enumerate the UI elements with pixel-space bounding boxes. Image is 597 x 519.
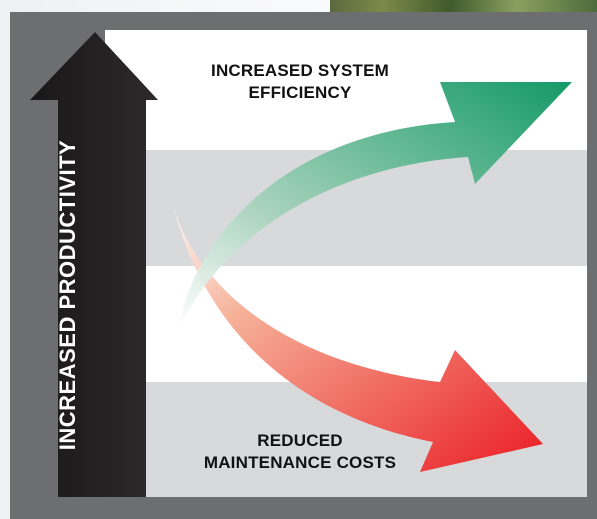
system-efficiency-label-line1: INCREASED SYSTEM (211, 61, 389, 80)
productivity-label-box: INCREASED PRODUCTIVITY (33, 130, 103, 460)
system-efficiency-label: INCREASED SYSTEM EFFICIENCY (170, 60, 430, 104)
background-photo (330, 0, 597, 12)
system-efficiency-arrow (178, 82, 572, 330)
diagram-graphic (30, 30, 587, 497)
productivity-arrow (30, 32, 158, 497)
maintenance-cost-arrow (170, 192, 543, 472)
system-efficiency-label-line2: EFFICIENCY (248, 83, 352, 102)
maintenance-cost-label-line1: REDUCED (257, 431, 343, 450)
productivity-label: INCREASED PRODUCTIVITY (55, 139, 81, 451)
diagram-panel: INCREASED PRODUCTIVITY INCREASED SYSTEM … (10, 12, 597, 519)
maintenance-cost-label: REDUCED MAINTENANCE COSTS (155, 430, 445, 474)
maintenance-cost-label-line2: MAINTENANCE COSTS (203, 453, 397, 472)
